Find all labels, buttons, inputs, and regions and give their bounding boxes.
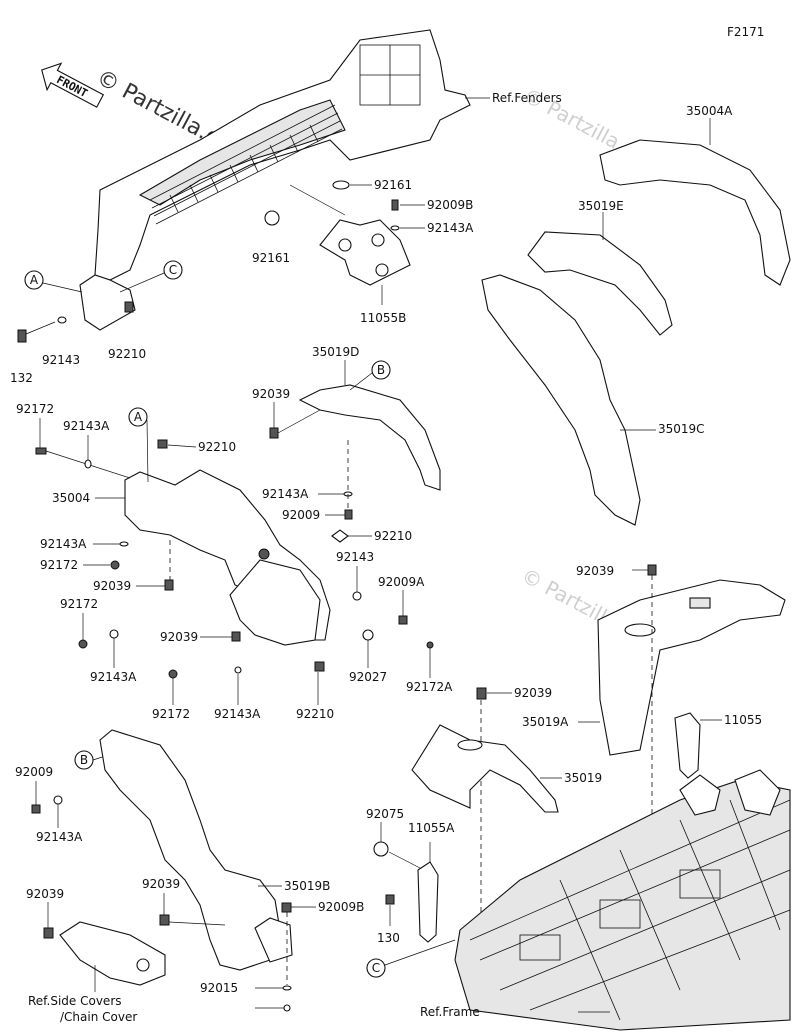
nut-92210-b	[157, 439, 168, 449]
fender-35019b	[99, 729, 293, 971]
marker-c-2-text: C	[372, 961, 380, 975]
fender-35019	[411, 724, 559, 813]
marker-b-2-text: B	[80, 753, 88, 767]
bolt-92009b	[391, 199, 399, 211]
plate-11055b	[319, 219, 411, 286]
bracket-11055a	[417, 861, 439, 943]
fender-35019e	[527, 231, 673, 336]
label-92172-a: 92172	[16, 402, 54, 416]
label-92039-c: 92039	[160, 630, 198, 644]
label-35019a: 35019A	[522, 715, 569, 729]
clip-92039-e	[476, 687, 487, 700]
nut-92210-a	[124, 301, 134, 313]
label-92172a: 92172A	[406, 680, 453, 694]
marker-a-1	[24, 270, 44, 290]
fender-35004	[124, 469, 331, 646]
fender-35019a	[597, 579, 786, 756]
ref-frame-label: Ref.Frame	[420, 1005, 480, 1019]
label-35019e: 35019E	[578, 199, 624, 213]
marker-c-1-text: C	[169, 263, 177, 277]
label-92161-b: 92161	[252, 251, 290, 265]
label-92143a-b: 92143A	[63, 419, 110, 433]
label-92075: 92075	[366, 807, 404, 821]
label-35004a: 35004A	[686, 104, 733, 118]
label-130: 130	[377, 931, 400, 945]
label-92039-a: 92039	[252, 387, 290, 401]
marker-a-2-text: A	[134, 410, 143, 424]
label-92039-g: 92039	[26, 887, 64, 901]
ref-side-covers-line2: /Chain Cover	[60, 1010, 137, 1024]
label-92009b-b: 92009B	[318, 900, 364, 914]
nut-92210-c	[331, 529, 349, 543]
side-cover-bracket	[59, 921, 166, 986]
label-92143a-e: 92143A	[90, 670, 137, 684]
figure-code: F2171	[727, 25, 764, 39]
label-92172-b: 92172	[40, 558, 78, 572]
label-11055b: 11055B	[360, 311, 406, 325]
fender-35004a	[599, 139, 791, 286]
bolt-130	[385, 894, 395, 905]
label-11055: 11055	[724, 713, 762, 727]
ref-side-covers-line1: Ref.Side Covers	[28, 994, 122, 1008]
front-label: FRONT	[54, 73, 90, 100]
label-92210-c: 92210	[374, 529, 412, 543]
label-92039-b: 92039	[93, 579, 131, 593]
label-92143-b: 92143	[336, 550, 374, 564]
label-92143a-f: 92143A	[214, 707, 261, 721]
marker-b-1-text: B	[377, 363, 385, 377]
ref-fenders-label: Ref.Fenders	[492, 91, 562, 105]
grommet-92161-left	[264, 210, 280, 226]
label-92009b-a: 92009B	[427, 198, 473, 212]
fender-35019d	[298, 384, 441, 491]
marker-c-2	[366, 958, 386, 978]
label-92143a-d: 92143A	[40, 537, 87, 551]
label-92161-a: 92161	[374, 178, 412, 192]
label-92143a-a: 92143A	[427, 221, 474, 235]
label-92172-c: 92172	[60, 597, 98, 611]
label-92143-a: 92143	[42, 353, 80, 367]
label-92143a-c: 92143A	[262, 487, 309, 501]
label-35019: 35019	[564, 771, 602, 785]
label-92009-b: 92009	[15, 765, 53, 779]
label-35019c: 35019C	[658, 422, 705, 436]
label-92009-a: 92009	[282, 508, 320, 522]
marker-b-1	[371, 360, 391, 380]
label-92210-d: 92210	[296, 707, 334, 721]
grommet-92075	[373, 841, 389, 857]
label-92039-f: 92039	[142, 877, 180, 891]
marker-a-1-text: A	[30, 273, 39, 287]
label-92143a-h: 92015	[200, 981, 238, 995]
label-92009a: 92009A	[378, 575, 425, 589]
label-92210-b: 92210	[198, 440, 236, 454]
clip-92039-a	[269, 427, 279, 439]
label-35019d: 35019D	[312, 345, 359, 359]
marker-a-2	[128, 407, 148, 427]
label-92143a-g: 92143A	[36, 830, 83, 844]
label-92039-e: 92039	[514, 686, 552, 700]
fender-35019c	[481, 274, 641, 526]
label-35019b: 35019B	[284, 879, 330, 893]
label-11055a: 11055A	[408, 821, 455, 835]
bolt-132	[17, 329, 27, 343]
grommet-92161-top	[332, 180, 350, 190]
clip-92039-d	[647, 564, 657, 576]
frame-assembly	[454, 769, 791, 1031]
label-35004: 35004	[52, 491, 90, 505]
label-92027: 92027	[349, 670, 387, 684]
bracket-11055	[674, 712, 701, 779]
front-grille-assembly	[79, 29, 471, 331]
label-92210-a: 92210	[108, 347, 146, 361]
marker-c-1	[163, 260, 183, 280]
label-132: 132	[10, 371, 33, 385]
label-92172-d: 92172	[152, 707, 190, 721]
label-92039-d: 92039	[576, 564, 614, 578]
